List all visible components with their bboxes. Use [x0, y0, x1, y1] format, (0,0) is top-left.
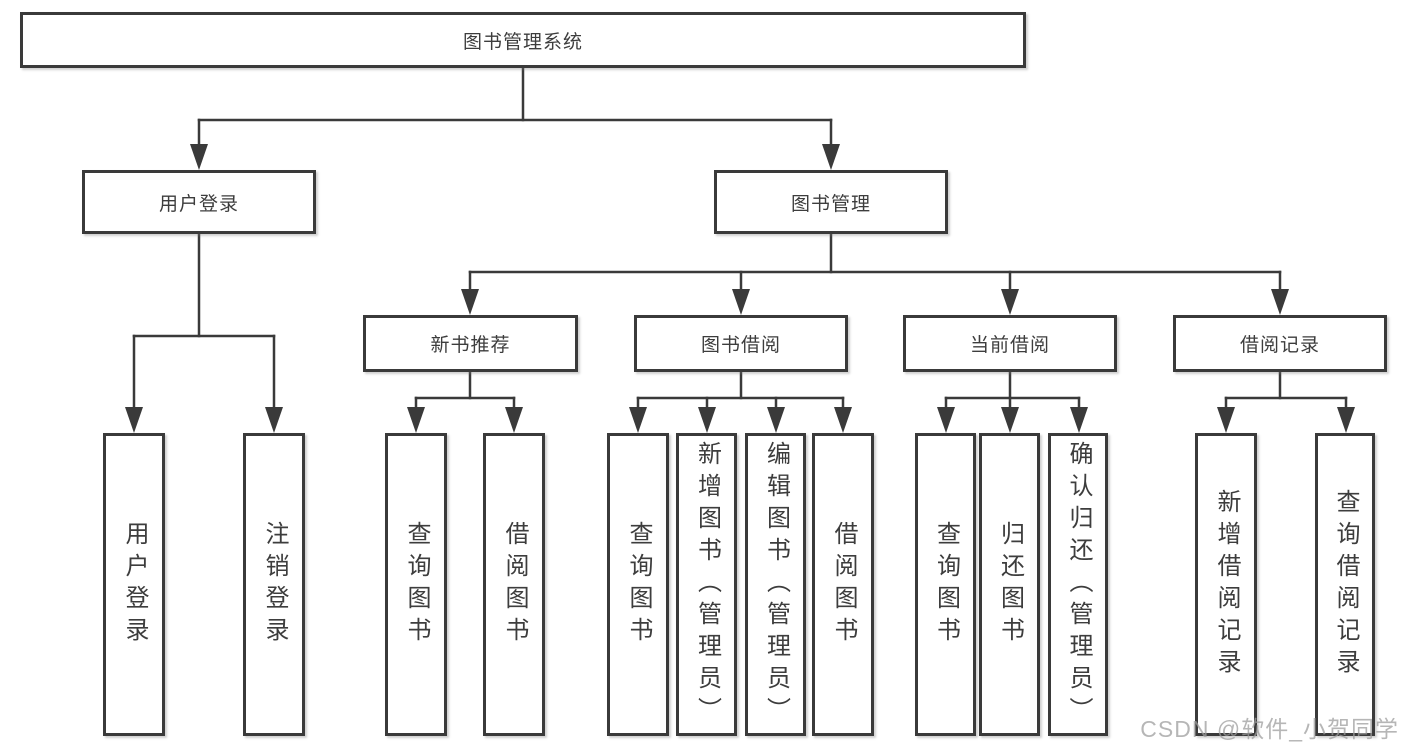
node-current-borrowing-label: 当前借阅	[969, 335, 1050, 356]
leaf-borrow-books-1-label: 借阅图书	[501, 520, 528, 649]
leaf-add-borrow-record-label: 新增借阅记录	[1213, 488, 1240, 681]
leaf-add-book-admin: 新增图书（管理员）	[676, 433, 737, 736]
node-book-management-label: 图书管理	[790, 193, 871, 215]
leaf-query-books-2: 查询图书	[607, 433, 669, 736]
node-library-system: 图书管理系统	[20, 12, 1026, 68]
leaf-query-books-2-label: 查询图书	[625, 520, 652, 649]
node-new-book-recommend-label: 新书推荐	[430, 335, 511, 356]
node-book-management: 图书管理	[714, 170, 948, 234]
leaf-query-borrow-record-label: 查询借阅记录	[1332, 488, 1359, 681]
leaf-borrow-books-2-label: 借阅图书	[830, 520, 857, 649]
leaf-query-books-3-label: 查询图书	[932, 520, 960, 649]
leaf-query-books-3: 查询图书	[915, 433, 976, 736]
node-borrow-records: 借阅记录	[1173, 315, 1387, 372]
leaf-user-login-label: 用户登录	[121, 520, 148, 649]
node-borrow-records-label: 借阅记录	[1239, 335, 1320, 356]
node-user-login-label: 用户登录	[158, 193, 239, 215]
leaf-query-books-1: 查询图书	[385, 433, 447, 736]
leaf-query-borrow-record: 查询借阅记录	[1315, 433, 1375, 736]
leaf-add-book-admin-label: 新增图书（管理员）	[693, 440, 721, 729]
leaf-add-borrow-record: 新增借阅记录	[1195, 433, 1257, 736]
leaf-borrow-books-2: 借阅图书	[812, 433, 874, 736]
node-new-book-recommend: 新书推荐	[363, 315, 578, 372]
node-user-login: 用户登录	[82, 170, 316, 234]
leaf-query-books-1-label: 查询图书	[403, 520, 430, 649]
node-book-borrowing-label: 图书借阅	[700, 335, 781, 356]
leaf-confirm-return-admin-label: 确认归还（管理员）	[1065, 440, 1092, 729]
node-library-system-label: 图书管理系统	[462, 31, 583, 53]
leaf-edit-book-admin: 编辑图书（管理员）	[745, 433, 806, 736]
watermark: CSDN @软件_小贺同学	[1140, 716, 1399, 742]
leaf-return-book: 归还图书	[979, 433, 1040, 736]
leaf-user-login: 用户登录	[103, 433, 165, 736]
node-current-borrowing: 当前借阅	[903, 315, 1117, 372]
leaf-edit-book-admin-label: 编辑图书（管理员）	[762, 440, 790, 729]
leaf-logout-label: 注销登录	[261, 520, 288, 649]
arrowheads	[125, 144, 1355, 433]
leaf-borrow-books-1: 借阅图书	[483, 433, 545, 736]
leaf-logout: 注销登录	[243, 433, 305, 736]
leaf-confirm-return-admin: 确认归还（管理员）	[1048, 433, 1108, 736]
leaf-return-book-label: 归还图书	[996, 520, 1024, 649]
node-book-borrowing: 图书借阅	[634, 315, 848, 372]
